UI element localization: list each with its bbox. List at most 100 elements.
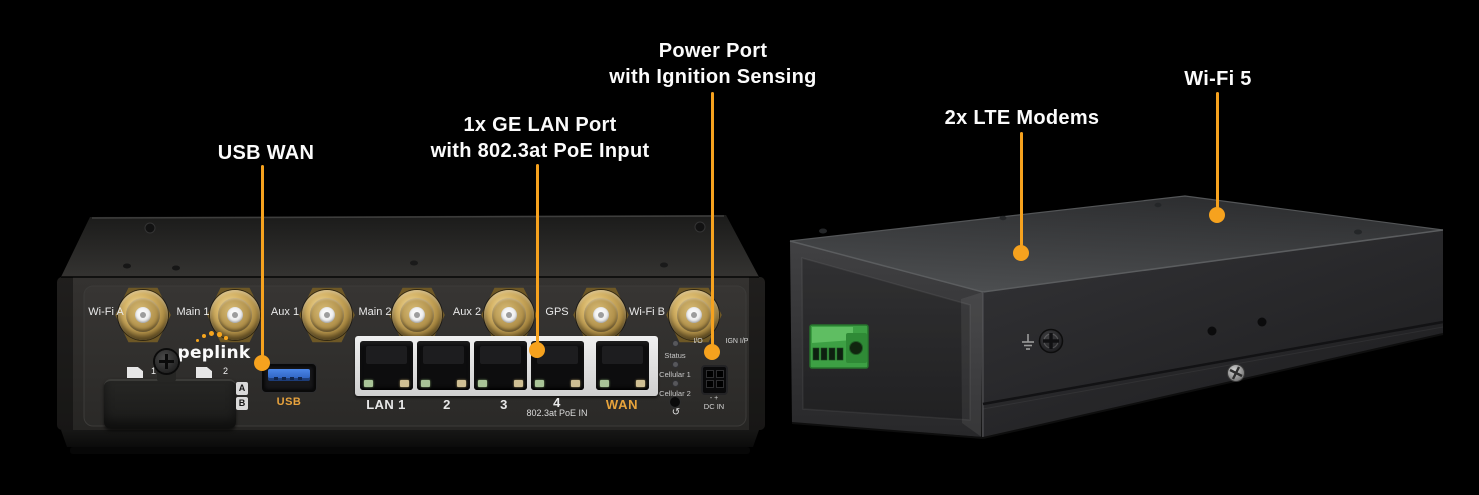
status-led-label: Cellular 2 (659, 389, 691, 398)
lan-port (417, 341, 470, 390)
antenna-connector (210, 290, 260, 340)
front-recessed-panel (83, 285, 747, 427)
usb-tongue (268, 369, 310, 381)
callout-text-line: Power Port (658, 40, 768, 62)
port-led-left (421, 380, 430, 387)
port-led-right (571, 380, 580, 387)
sim-cover-screw (155, 350, 178, 373)
front-bottom-bevel (61, 430, 759, 447)
dc-in-label: DC IN (703, 402, 725, 411)
port-led-left (364, 380, 373, 387)
callout-label-wifi: Wi-Fi 5 (1048, 66, 1388, 92)
lan-port-label: 3 (500, 397, 508, 412)
antenna-pin (691, 312, 697, 318)
callout-label-lan-poe: 1x GE LAN Port with 802.3at PoE Input (370, 112, 710, 164)
perspective-left-face (790, 241, 983, 437)
callout-text-line: with Ignition Sensing (609, 66, 817, 88)
antenna-connector (118, 290, 168, 340)
mount-hole (1257, 317, 1267, 327)
callout-dot-lte-modems (1013, 245, 1029, 261)
wan-port (596, 341, 649, 390)
callout-text-line: USB WAN (217, 142, 315, 164)
router-perspective-chassis (789, 195, 1444, 439)
callout-text-line: with 802.3at PoE Input (430, 140, 650, 162)
port-led-right (636, 380, 645, 387)
sim-slot-number: 1 (151, 366, 157, 376)
antenna-connector (484, 290, 534, 340)
ground-screw (1038, 328, 1064, 354)
callout-text-line: 2x LTE Modems (944, 107, 1100, 129)
io-label: I/O (693, 338, 703, 345)
antenna-label: Main 2 (358, 306, 392, 318)
usb-port (262, 364, 316, 392)
callout-line-lte-modems (1020, 132, 1023, 246)
callout-line-power-port (711, 92, 714, 345)
lan-port (474, 341, 527, 390)
antenna-label: Wi-Fi A (88, 306, 124, 318)
callout-line-lan-poe (536, 164, 539, 343)
callout-text-line: Wi-Fi 5 (1184, 68, 1252, 90)
sim-card-icon (127, 367, 143, 378)
sim-slot-number: 2 (223, 366, 229, 376)
lan-port (360, 341, 413, 390)
front-top-surface (61, 215, 759, 277)
antenna-pin (598, 312, 604, 318)
antenna-pin (506, 312, 512, 318)
callout-label-power-port: Power Port with Ignition Sensing (543, 38, 883, 90)
flange-screw (1227, 364, 1245, 382)
lan-port (531, 341, 584, 390)
left-face-panel-inset (801, 257, 971, 421)
port-led-right (400, 380, 409, 387)
antenna-label: Aux 1 (270, 306, 300, 318)
sim-card-icon (196, 367, 212, 378)
port-led-left (600, 380, 609, 387)
terminal-block-connector (809, 324, 869, 369)
port-led-right (457, 380, 466, 387)
callout-line-wifi (1216, 92, 1219, 208)
antenna-pin (414, 312, 420, 318)
sim-slot-cover (104, 379, 236, 429)
callout-label-lte-modems: 2x LTE Modems (852, 105, 1192, 131)
callout-text-line: 1x GE LAN Port (463, 114, 617, 136)
antenna-pin (324, 312, 330, 318)
port-led-right (514, 380, 523, 387)
lan-port-label: 4 (553, 395, 561, 410)
antenna-pin (232, 312, 238, 318)
callout-label-usb-wan: USB WAN (96, 140, 436, 166)
perspective-top-face (790, 196, 1443, 292)
antenna-connector (392, 290, 442, 340)
reset-icon: ↺ (671, 407, 681, 418)
usb-port-label: USB (276, 396, 302, 408)
antenna-connector (302, 290, 352, 340)
wan-port-label: WAN (605, 397, 639, 412)
antenna-label: Aux 2 (452, 306, 482, 318)
status-led-label: Cellular 1 (659, 370, 691, 379)
antenna-label: GPS (545, 306, 569, 318)
callout-dot-usb-wan (254, 355, 270, 371)
antenna-connector (669, 290, 719, 340)
reset-button (670, 397, 680, 407)
callout-dot-lan-poe (529, 342, 545, 358)
callout-dot-wifi (1209, 207, 1225, 223)
callout-line-usb-wan (261, 165, 264, 356)
dc-power-connector (701, 365, 728, 395)
dc-polarity-label: - + (709, 395, 719, 402)
poe-note: 802.3at PoE IN (526, 408, 588, 418)
sim-selector-label: B (236, 397, 248, 410)
port-led-left (535, 380, 544, 387)
top-screw-hole (694, 221, 706, 233)
mount-hole (1207, 326, 1217, 336)
top-screw-hole (144, 222, 156, 234)
status-led (673, 362, 678, 367)
status-led (673, 381, 678, 386)
callout-dot-power-port (704, 344, 720, 360)
port-led-left (478, 380, 487, 387)
status-led (673, 341, 678, 346)
sim-selector-label: A (236, 382, 248, 395)
lan-port-label: LAN 1 (366, 397, 406, 412)
antenna-label: Wi-Fi B (628, 306, 666, 318)
antenna-pin (140, 312, 146, 318)
lan-port-label: 2 (443, 397, 451, 412)
status-led-label: Status (664, 351, 686, 360)
right-face-seam (982, 320, 1444, 406)
